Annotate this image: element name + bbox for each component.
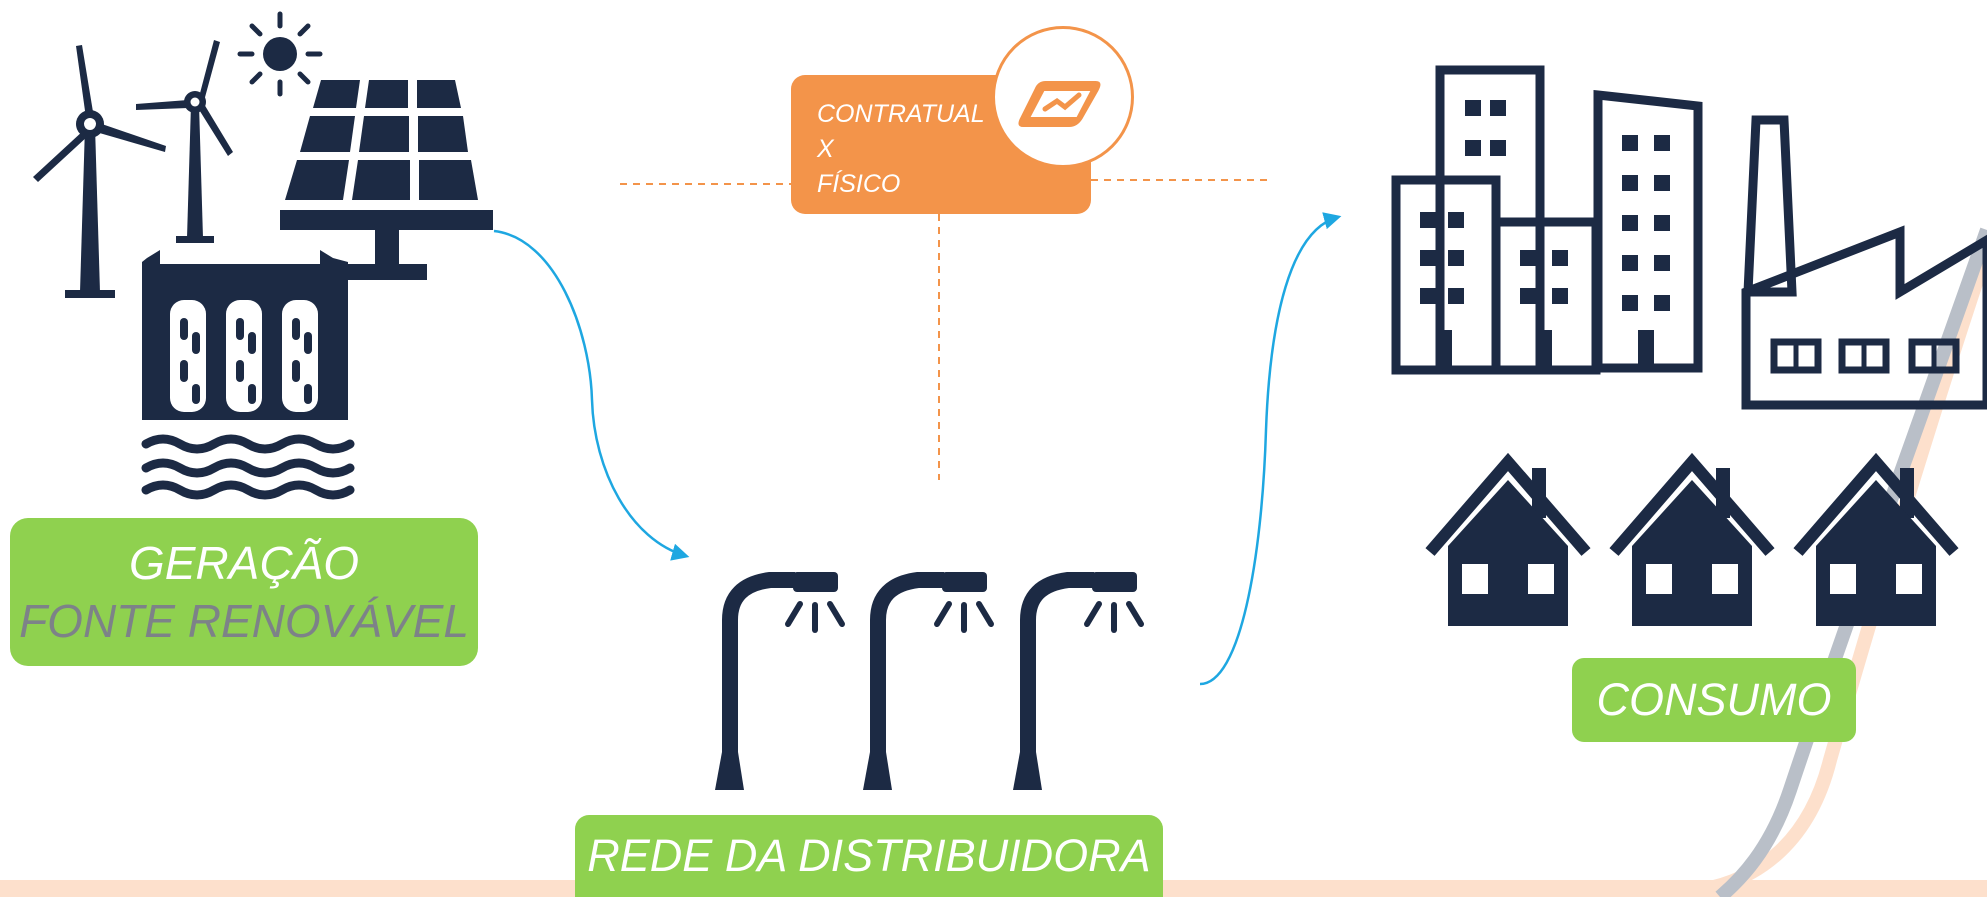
badge-line-x: X	[817, 135, 834, 163]
house-icon	[1793, 452, 1959, 626]
flow-arrows	[493, 212, 1342, 686]
solar-panel-icon	[280, 80, 493, 280]
house-icon	[1425, 452, 1591, 626]
street-lamp-icon	[1013, 572, 1144, 790]
generation-label: GERAÇÃO FONTE RENOVÁVEL	[10, 518, 478, 666]
badge-line-contratual: CONTRATUAL	[817, 100, 985, 128]
energy-logo-icon	[992, 26, 1134, 168]
factory-icon	[1741, 115, 1987, 410]
generation-label-line1: GERAÇÃO	[128, 537, 360, 589]
wind-turbine-icon	[33, 45, 166, 298]
arrow-grid-to-consumption	[1199, 212, 1342, 686]
street-lamp-icon	[863, 572, 994, 790]
dashed-connectors	[620, 179, 1270, 480]
house-icon	[1609, 452, 1775, 626]
buildings-icon	[1391, 65, 1703, 375]
grid-label: REDE DA DISTRIBUIDORA	[575, 815, 1163, 897]
wind-turbine-icon	[136, 40, 233, 243]
consumption-label: CONSUMO	[1572, 658, 1856, 742]
generation-label-line2: FONTE RENOVÁVEL	[19, 595, 469, 647]
badge-text: CONTRATUAL X FÍSICO	[817, 97, 985, 202]
hydro-dam-icon	[141, 250, 355, 500]
badge-line-fisico: FÍSICO	[817, 170, 901, 198]
arrow-generation-to-grid	[493, 229, 690, 561]
sun-icon	[237, 11, 323, 97]
street-lamp-icon	[715, 572, 845, 790]
